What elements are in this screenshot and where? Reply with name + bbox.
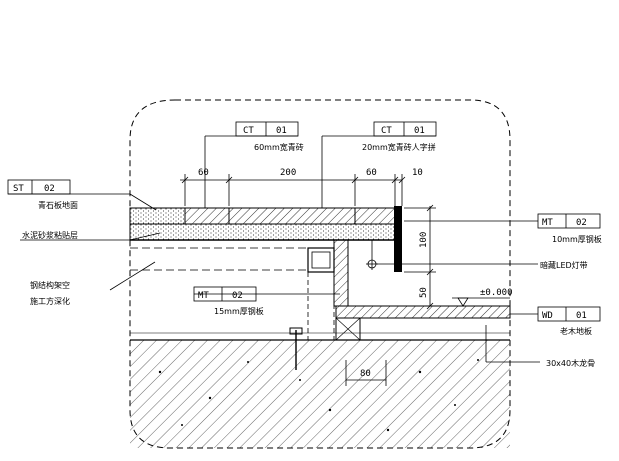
tag-mt-left xyxy=(193,286,340,302)
dim-60-left: 60 xyxy=(198,168,209,178)
note-keel: 30x40木龙骨 xyxy=(546,358,595,368)
anchor-bolt-icon xyxy=(288,327,304,370)
concrete-slab xyxy=(130,340,510,448)
wood-floor xyxy=(335,305,511,319)
note-mortar: 水泥砂浆粘贴层 xyxy=(22,230,78,240)
level-text: ±0.000 xyxy=(480,288,513,298)
tag-ct-left xyxy=(204,121,299,208)
dim-50: 50 xyxy=(419,287,429,298)
concrete-aggregate xyxy=(158,359,479,432)
note-steel-frame-1: 钢结构架空 xyxy=(30,280,70,290)
steel-plate-15mm xyxy=(333,239,349,307)
stone-slab xyxy=(129,207,186,225)
tag-mt-right-code: MT xyxy=(542,218,553,228)
tag-wd-desc: 老木地板 xyxy=(560,326,592,336)
dim-80: 80 xyxy=(360,369,371,379)
note-led: 暗藏LED灯带 xyxy=(540,260,588,270)
tag-mt-right-desc: 10mm厚钢板 xyxy=(552,234,602,244)
wood-keel xyxy=(335,317,361,341)
tag-st-code: ST xyxy=(13,184,24,194)
tag-st-num: 02 xyxy=(44,184,55,194)
brick-band-60 xyxy=(184,207,230,225)
tag-ct-right-desc: 20mm宽青砖人字拼 xyxy=(362,142,436,152)
tag-wd-code: WD xyxy=(542,311,553,321)
dim-100: 100 xyxy=(419,232,429,248)
steel-plate-10mm xyxy=(394,206,402,272)
tag-wd-num: 01 xyxy=(576,311,587,321)
tag-ct-right-code: CT xyxy=(381,126,392,136)
brick-band-60b xyxy=(354,207,396,225)
led-strip-icon xyxy=(366,240,378,270)
dim-200: 200 xyxy=(280,168,296,178)
tag-mt-right xyxy=(404,213,601,229)
tag-mt-left-code: MT xyxy=(198,291,209,301)
tag-ct-left-code: CT xyxy=(243,126,254,136)
tag-ct-right-num: 01 xyxy=(414,126,425,136)
brick-herringbone xyxy=(228,207,356,225)
dim-60-right: 60 xyxy=(366,168,377,178)
tag-ct-right xyxy=(321,121,437,208)
mortar-bed xyxy=(129,223,399,241)
dim-10: 10 xyxy=(412,168,423,178)
level-marker xyxy=(452,297,510,307)
tag-ct-left-num: 01 xyxy=(276,126,287,136)
tag-st xyxy=(7,179,157,211)
tag-st-desc: 青石板地面 xyxy=(38,200,78,210)
tag-ct-left-desc: 60mm宽青砖 xyxy=(254,142,304,152)
tag-wd xyxy=(510,306,601,322)
tag-mt-left-num: 02 xyxy=(232,291,243,301)
tag-mt-left-desc: 15mm厚钢板 xyxy=(214,306,264,316)
tag-mt-right-num: 02 xyxy=(576,218,587,228)
note-steel-frame-2: 施工方深化 xyxy=(30,296,70,306)
